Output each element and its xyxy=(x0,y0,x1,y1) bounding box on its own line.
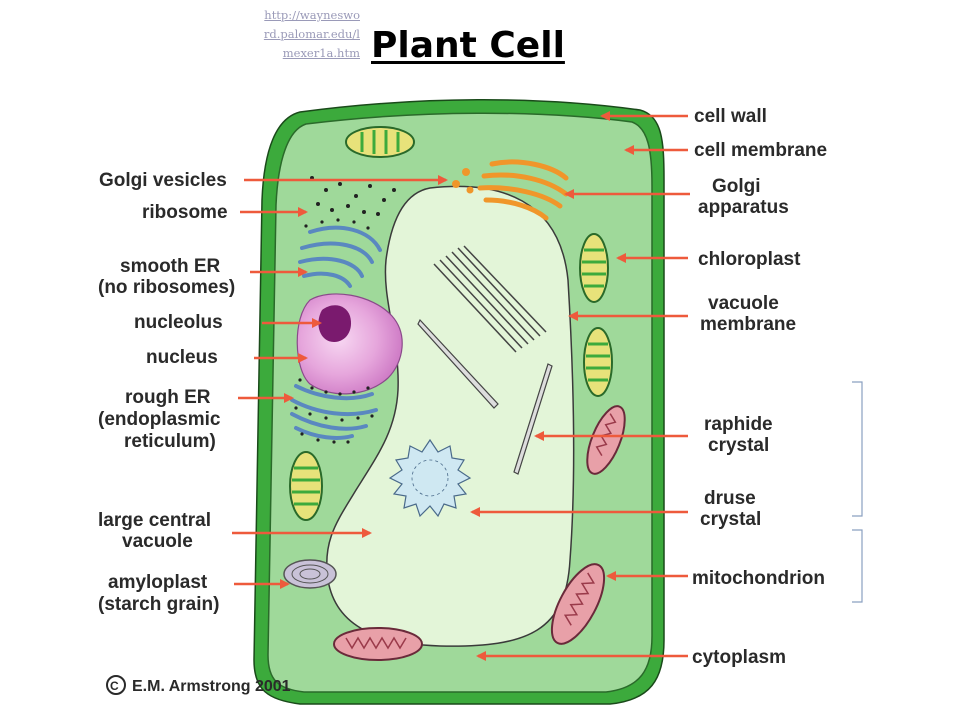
label-central-vacuole: large central xyxy=(98,510,211,531)
label-smooth-er: smooth ER xyxy=(120,256,221,277)
label-cell-membrane: cell membrane xyxy=(694,140,827,161)
label-raphide: raphide xyxy=(704,414,773,435)
label-cytoplasm: cytoplasm xyxy=(692,647,786,668)
label-vacuole-membrane-line2: membrane xyxy=(700,314,796,335)
label-smooth-er-note: (no ribosomes) xyxy=(98,277,235,298)
druse-crystal xyxy=(388,438,472,518)
right-arrows xyxy=(470,111,690,661)
golgi-vesicles xyxy=(452,168,474,194)
label-nucleus: nucleus xyxy=(146,347,218,368)
chloroplast xyxy=(289,451,323,521)
er-ribosomes xyxy=(294,218,374,444)
rough-er xyxy=(290,384,378,440)
copyright-symbol xyxy=(106,675,126,695)
raphide-crystal xyxy=(417,318,499,409)
label-druse-line2: crystal xyxy=(700,509,761,530)
page-title: Plant Cell xyxy=(371,25,565,66)
amyloplast xyxy=(283,559,337,589)
copyright-symbol-letter: C xyxy=(110,679,119,693)
label-vacuole-membrane: vacuole xyxy=(708,293,779,314)
mitochondrion xyxy=(550,563,606,645)
label-central-vacuole-line2: vacuole xyxy=(122,531,193,552)
mitochondrion xyxy=(333,627,423,661)
label-nucleolus: nucleolus xyxy=(134,312,223,333)
chloroplast xyxy=(579,233,609,303)
nucleolus xyxy=(318,305,352,342)
golgi-apparatus xyxy=(477,159,569,221)
bracket-crystals xyxy=(852,381,863,517)
label-rough-er-line3: reticulum) xyxy=(124,431,216,452)
chloroplast xyxy=(345,126,415,158)
source-link[interactable]: http://waynesword.palomar.edu/lmexer1a.h… xyxy=(263,8,360,60)
label-golgi: Golgi xyxy=(712,176,761,197)
label-druse: druse xyxy=(704,488,756,509)
label-rough-er: rough ER xyxy=(125,387,211,408)
label-golgi-vesicles: Golgi vesicles xyxy=(99,170,227,191)
raphide-crystal xyxy=(513,363,553,475)
label-raphide-line2: crystal xyxy=(708,435,769,456)
label-cell-wall: cell wall xyxy=(694,106,767,127)
raphide-bundle xyxy=(433,245,547,353)
label-chloroplast: chloroplast xyxy=(698,249,801,270)
smooth-er xyxy=(298,225,382,288)
label-ribosome: ribosome xyxy=(142,202,228,223)
bracket-mitochondrion xyxy=(852,529,863,603)
label-amyloplast: amyloplast xyxy=(108,572,208,593)
label-rough-er-line2: (endoplasmic xyxy=(98,409,221,430)
left-arrows xyxy=(232,175,448,589)
label-mitochondrion: mitochondrion xyxy=(692,568,825,589)
chloroplast xyxy=(583,327,613,397)
label-amyloplast-note: (starch grain) xyxy=(98,594,219,615)
copyright-text: E.M. Armstrong 2001 xyxy=(132,678,291,695)
label-golgi-line2: apparatus xyxy=(698,197,789,218)
